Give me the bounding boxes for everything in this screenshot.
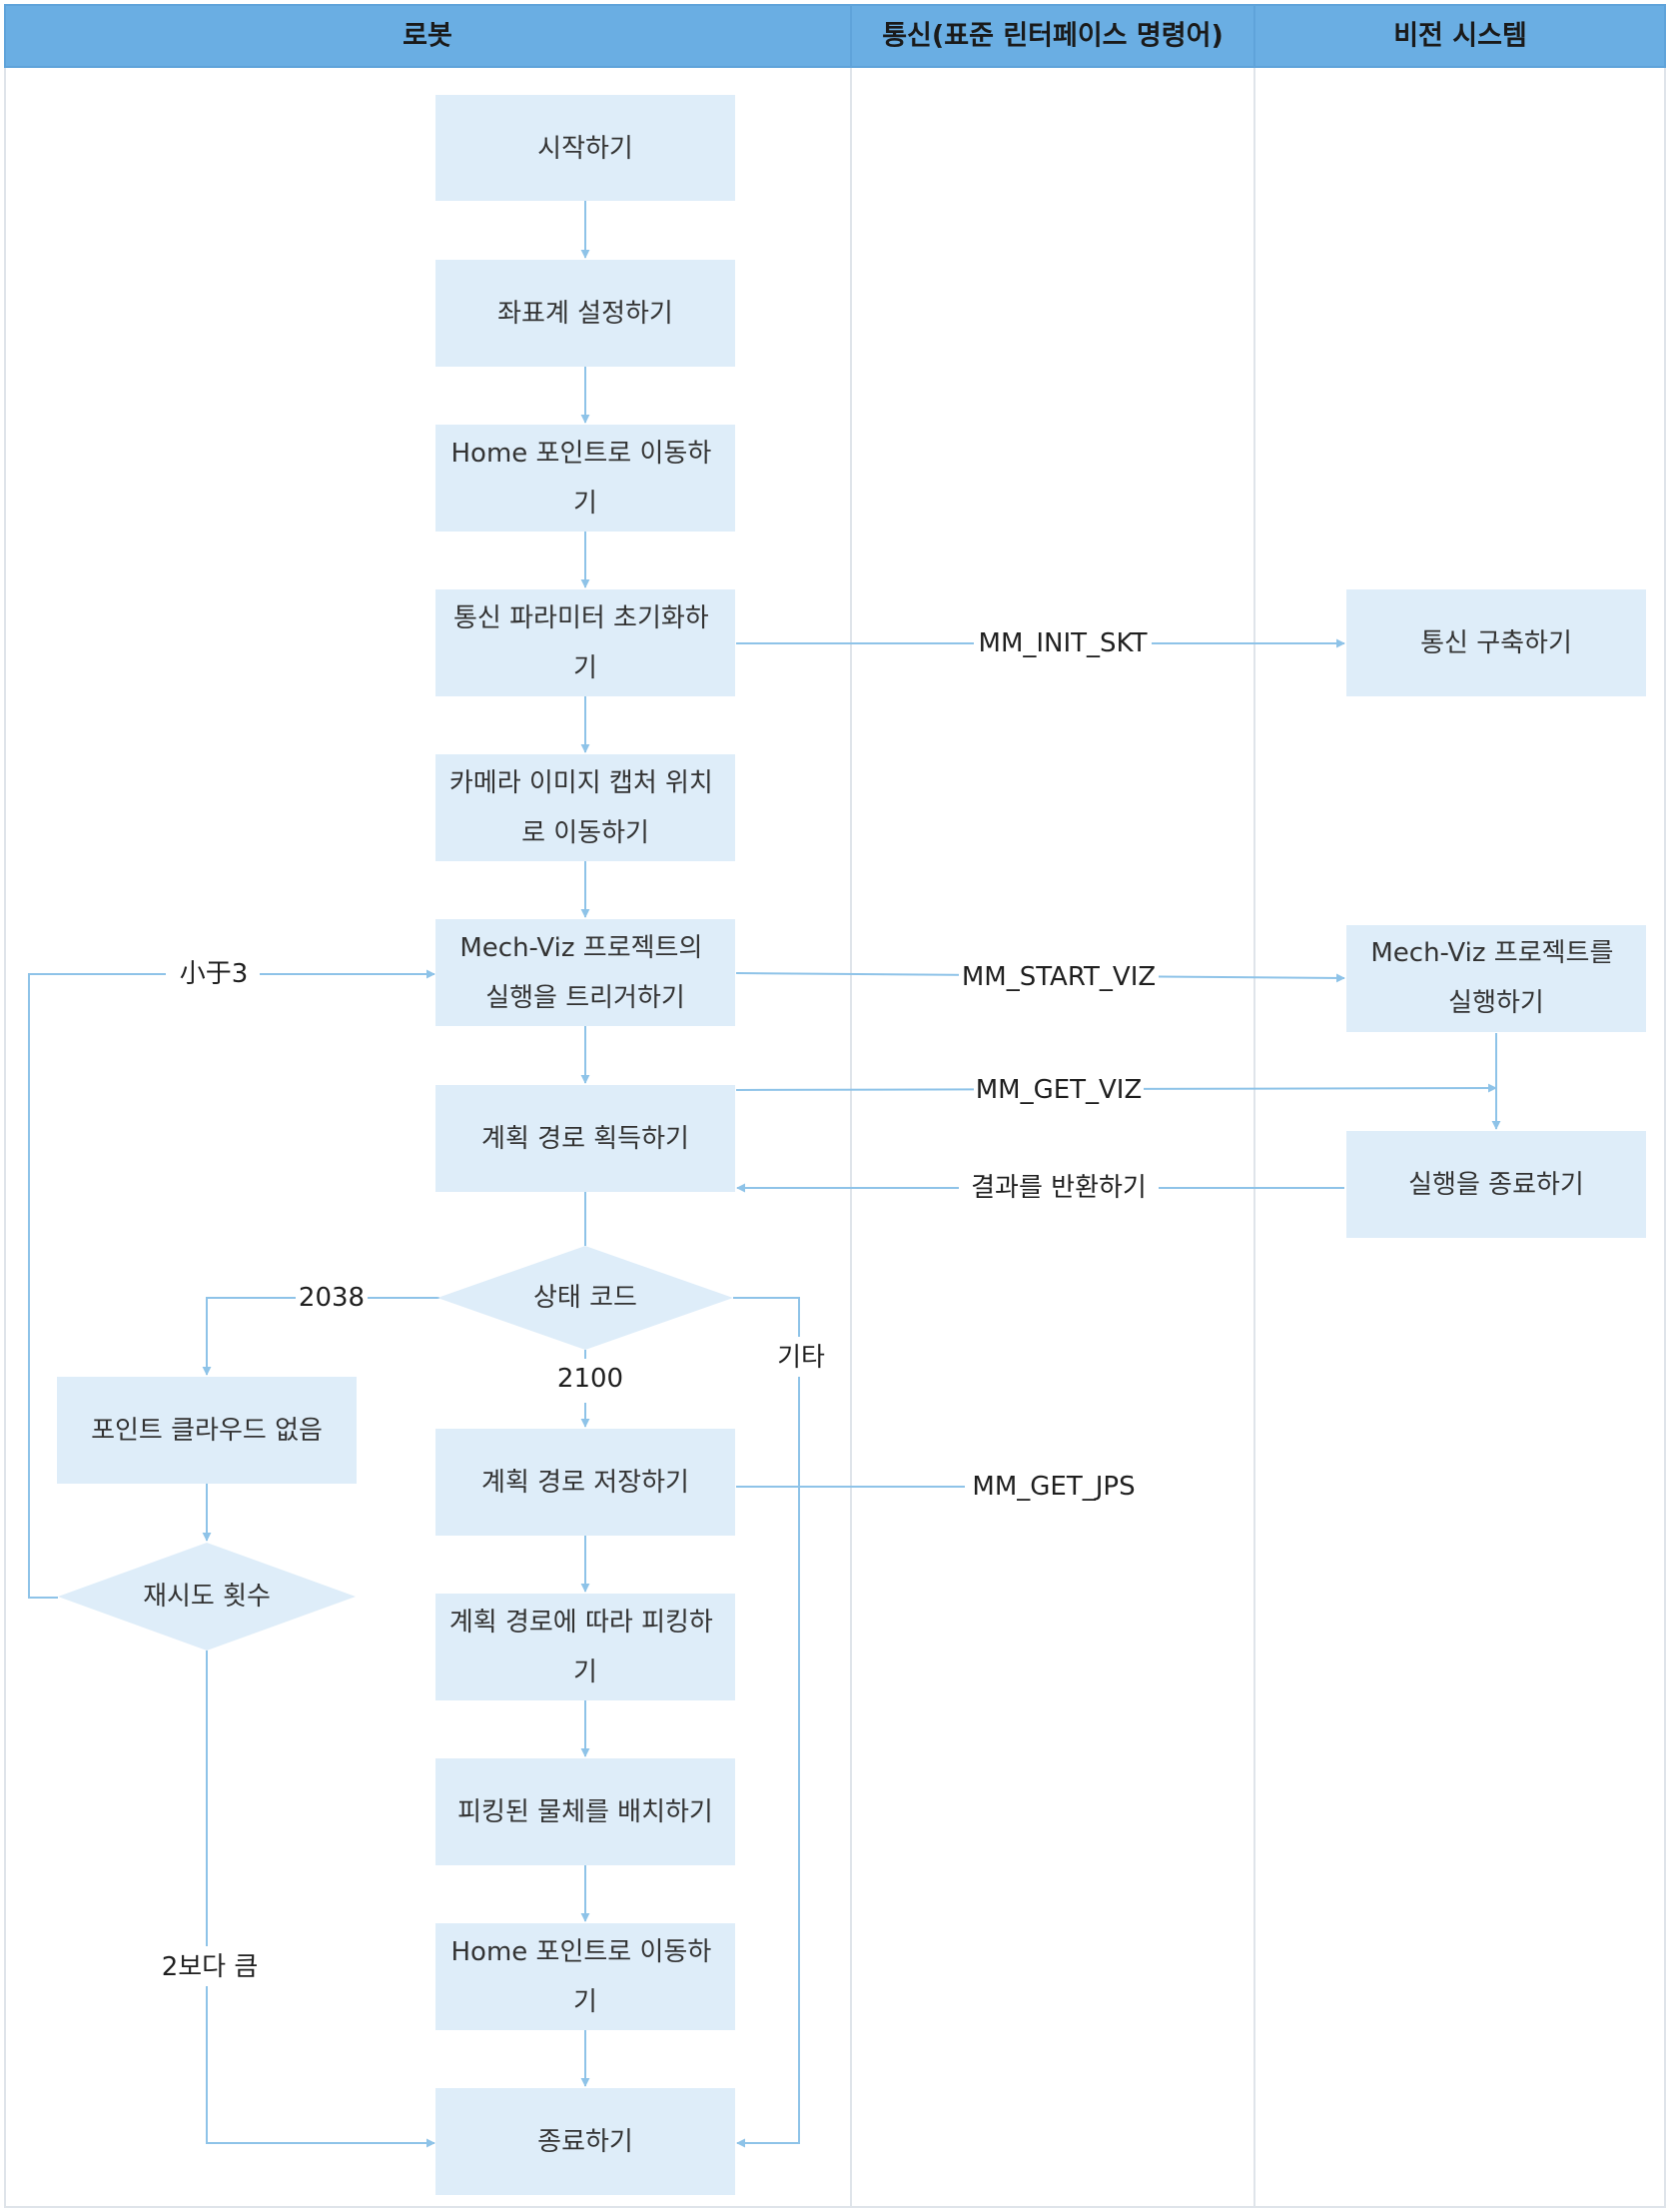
decision-status-code-label: 상태 코드	[533, 1283, 637, 1313]
step-establish-comm	[1346, 589, 1646, 696]
step-pick	[435, 1594, 735, 1700]
step-trigger-viz	[435, 919, 735, 1026]
label-greater-than-2: 2보다 큼	[162, 1952, 259, 1982]
label-mm-init-skt: MM_INIT_SKT	[979, 628, 1148, 658]
lane-title-vision: 비전 시스템	[1393, 21, 1527, 52]
step-save-path	[435, 1429, 735, 1536]
step-finish-run-label: 실행을 종료하기	[1408, 1170, 1584, 1200]
header-cell-robot	[4, 4, 852, 68]
label-mm-start-viz: MM_START_VIZ	[962, 962, 1156, 992]
label-code-other: 기타	[777, 1343, 825, 1373]
step-move-home	[435, 425, 735, 532]
step-labels: 시작하기 좌표계 설정하기 Home 포인트로 이동하 기 통신 파라미터 초기…	[91, 134, 1621, 2157]
lane-title-comm: 통신(표준 린터페이스 명령어)	[882, 21, 1224, 52]
step-save-path-label: 계획 경로 저장하기	[481, 1468, 689, 1498]
edge-labels: MM_INIT_SKT MM_START_VIZ MM_GET_VIZ 결과를 …	[155, 623, 1159, 1986]
connectors	[28, 201, 1501, 2148]
decision-retry-count-label: 재시도 횟수	[143, 1582, 271, 1612]
step-move-home-2-label: Home 포인트로 이동하 기	[450, 1937, 719, 2017]
edge-retry-less-than-3	[28, 969, 435, 1599]
edge-retry-greater-than-2	[206, 1651, 435, 2148]
step-set-coordinate-label: 좌표계 설정하기	[497, 299, 673, 329]
label-mm-get-jps: MM_GET_JPS	[972, 1472, 1135, 1502]
label-mm-get-viz: MM_GET_VIZ	[976, 1075, 1143, 1105]
lane-title-robot: 로봇	[403, 21, 452, 52]
step-move-camera	[435, 754, 735, 861]
step-move-home-label: Home 포인트로 이동하 기	[450, 439, 719, 519]
flow-steps	[57, 95, 1646, 2195]
step-end	[435, 2088, 735, 2195]
step-move-home-2	[435, 1923, 735, 2030]
step-start	[435, 95, 735, 201]
edge-status-other	[733, 1297, 800, 2148]
step-no-point-cloud-label: 포인트 클라우드 없음	[91, 1416, 323, 1446]
header-cell-vision	[1253, 4, 1666, 68]
step-end-label: 종료하기	[537, 2127, 633, 2157]
step-pick-label: 계획 경로에 따라 피킹하 기	[449, 1608, 721, 1687]
label-code-2038: 2038	[299, 1283, 365, 1313]
step-move-camera-label: 카메라 이미지 캡처 위치 로 이동하기	[449, 768, 721, 848]
step-trigger-viz-label: Mech-Viz 프로젝트의 실행을 트리거하기	[459, 933, 710, 1013]
step-get-path	[435, 1085, 735, 1192]
step-establish-comm-label: 통신 구축하기	[1420, 628, 1572, 658]
label-code-2100: 2100	[557, 1364, 623, 1394]
step-set-coordinate	[435, 260, 735, 367]
header-cell-comm	[850, 4, 1255, 68]
step-place	[435, 1758, 735, 1865]
step-run-viz	[1346, 925, 1646, 1032]
step-run-viz-label: Mech-Viz 프로젝트를 실행하기	[1370, 938, 1621, 1018]
step-init-comm	[435, 589, 735, 696]
decision-retry-count	[58, 1543, 356, 1651]
decision-status-code	[437, 1246, 733, 1350]
step-place-label: 피킹된 물체를 배치하기	[457, 1797, 713, 1827]
step-get-path-label: 계획 경로 획득하기	[481, 1124, 689, 1154]
step-start-label: 시작하기	[537, 134, 633, 164]
step-init-comm-label: 통신 파라미터 초기화하 기	[453, 603, 717, 683]
swimlane-frame	[4, 4, 1666, 2208]
label-return-result: 결과를 반환하기	[971, 1173, 1147, 1203]
step-no-point-cloud	[57, 1377, 357, 1484]
swimlane-header: 로봇 통신(표준 린터페이스 명령어) 비전 시스템	[4, 4, 1666, 68]
step-finish-run	[1346, 1131, 1646, 1238]
label-less-than-3: 小于3	[180, 959, 249, 989]
